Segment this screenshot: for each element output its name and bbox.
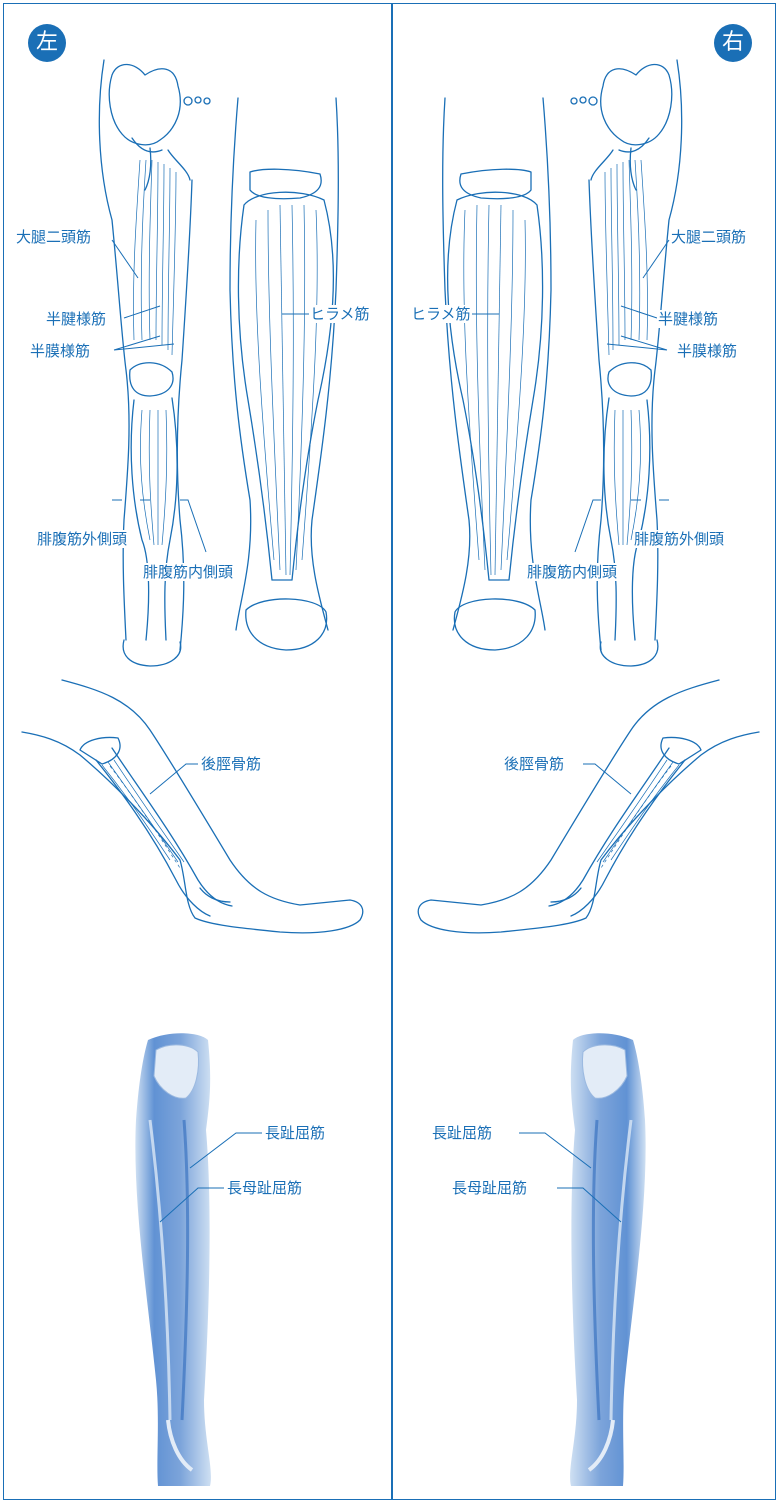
left-label-soleus: ヒラメ筋 xyxy=(309,305,371,323)
right-label-gastrocnemius-lateral: 腓腹筋外側頭 xyxy=(633,530,725,548)
right-label-tibialis-posterior: 後脛骨筋 xyxy=(503,755,565,773)
left-label-biceps-femoris: 大腿二頭筋 xyxy=(15,228,92,246)
left-label-flexor-hallucis-longus: 長母趾屈筋 xyxy=(226,1179,303,1197)
right-label-flexor-digitorum-longus: 長趾屈筋 xyxy=(431,1124,493,1142)
right-side-leg-figure xyxy=(418,680,759,933)
left-side-leg-figure xyxy=(22,680,363,933)
left-label-flexor-digitorum-longus: 長趾屈筋 xyxy=(264,1124,326,1142)
left-side-badge: 左 xyxy=(28,24,66,62)
right-label-biceps-femoris: 大腿二頭筋 xyxy=(670,228,747,246)
left-top-leader-lines xyxy=(112,240,312,552)
right-label-semitendinosus: 半腱様筋 xyxy=(657,310,719,328)
right-label-gastrocnemius-medial: 腓腹筋内側頭 xyxy=(526,563,618,581)
left-deep-muscle-image xyxy=(135,1033,262,1486)
right-label-semimembranosus: 半膜様筋 xyxy=(676,342,738,360)
right-deep-muscle-image xyxy=(519,1033,646,1486)
right-label-soleus: ヒラメ筋 xyxy=(410,305,472,323)
right-label-flexor-hallucis-longus: 長母趾屈筋 xyxy=(451,1179,528,1197)
left-label-semitendinosus: 半腱様筋 xyxy=(45,310,107,328)
right-side-badge: 右 xyxy=(714,24,752,62)
left-label-semimembranosus: 半膜様筋 xyxy=(29,342,91,360)
left-label-tibialis-posterior: 後脛骨筋 xyxy=(200,755,262,773)
left-label-gastrocnemius-medial: 腓腹筋内側頭 xyxy=(142,563,234,581)
left-label-gastrocnemius-lateral: 腓腹筋外側頭 xyxy=(36,530,128,548)
left-soleus-figure xyxy=(230,98,338,650)
